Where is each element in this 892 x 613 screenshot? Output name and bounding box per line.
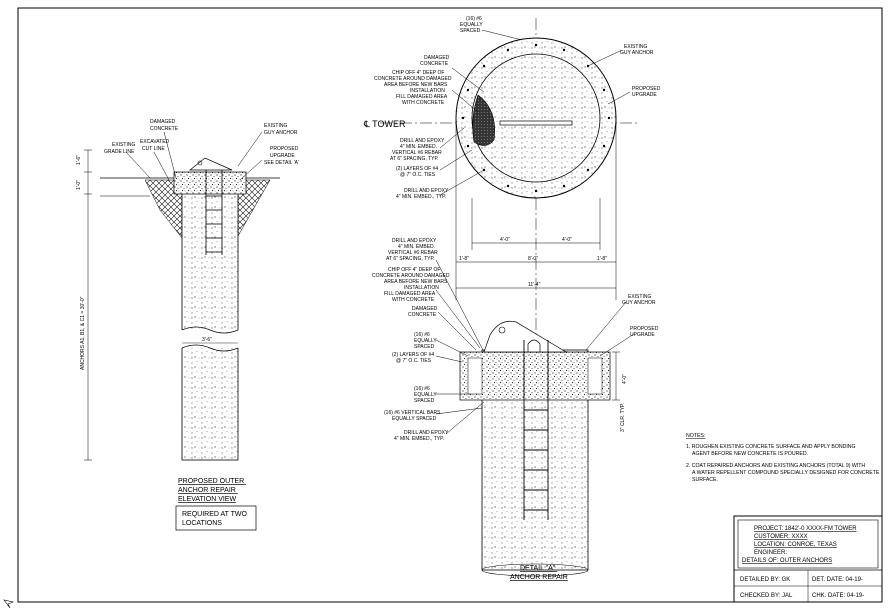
tb-detailed-by: DETAILED BY: GK	[740, 577, 790, 583]
tb-location: LOCATION: CONROE, TEXAS	[754, 542, 837, 548]
detail-a-title: DETAIL "A" ANCHOR REPAIR	[510, 565, 568, 581]
detail-vertical-bars: (16) #6 VERTICAL BARS EQUALLY SPACED	[384, 410, 442, 422]
left-view-title: PROPOSED OUTER ANCHOR REPAIR ELEVATION V…	[178, 478, 246, 503]
plan-view: 4'-0" 4'-0" 1'-8" 8'-0" 1'-8" 11'-4" ℄ T…	[363, 16, 662, 570]
tower-label: ℄ TOWER	[363, 119, 406, 129]
rebar-dots	[461, 43, 611, 193]
plan-chip-off: CHIP OFF 4" DEEP OF CONCRETE AROUND DAMA…	[374, 70, 453, 106]
tb-chk-date: CHK. DATE: 04-19-	[812, 593, 864, 599]
dim-overall: 11'-4"	[528, 282, 541, 288]
dim-half-left: 4'-0"	[500, 237, 510, 243]
label-proposed: PROPOSED UPGRADE SEE DETAIL 'A'	[264, 146, 300, 166]
label-damaged: DAMAGED CONCRETE	[150, 119, 179, 132]
detail-chip-off: CHIP OFF 4" DEEP OF CONCRETE AROUND DAMA…	[372, 267, 451, 303]
dim-center: 8'-0"	[528, 256, 538, 262]
detail-existing-guy: EXISTING GUY ANCHOR	[622, 294, 656, 306]
label-grade: EXISTING GRADE LINE	[104, 142, 137, 155]
tb-project: PROJECT: 1842'-0 XXXX-FM TOWER	[754, 526, 857, 532]
detail-drill: DRILL AND EPOXY 4" MIN. EMBED. VERTICAL …	[386, 238, 439, 262]
tb-checked-by: CHECKED BY: JAL	[740, 593, 793, 599]
plan-damaged: DAMAGED CONCRETE	[420, 55, 451, 67]
detail-damaged: DAMAGED CONCRETE	[408, 306, 439, 318]
detail-dim-height: 4'-0"	[622, 374, 628, 384]
cursor-icon	[3, 599, 15, 609]
label-existing-guy: EXISTING GUY ANCHOR	[264, 123, 298, 136]
detail-drill-2: DRILL AND EPOXY 4" MIN. EMBED., TYP.	[394, 430, 450, 442]
required-text: REQUIRED AT TWO LOCATIONS	[182, 511, 249, 527]
dim-edge-right: 1'-8"	[597, 256, 607, 262]
tb-det-date: DET. DATE: 04-19-	[812, 577, 863, 583]
notes-heading: NOTES:	[686, 433, 705, 439]
detail-bars16b: (16) #6 EQUALLY SPACED	[414, 386, 438, 404]
plan-existing-guy: EXISTING GUY ANCHOR	[620, 44, 654, 56]
tb-details: DETAILS OF: OUTER ANCHORS	[742, 558, 832, 564]
note-2: 2. COAT REPAIRED ANCHORS AND EXISTING AN…	[686, 463, 881, 483]
detail-proposed: PROPOSED UPGRADE	[630, 326, 660, 338]
note-1: 1. ROUGHEN EXISTING CONCRETE SURFACE AND…	[686, 444, 857, 457]
title-block: PROJECT: 1842'-0 XXXX-FM TOWER CUSTOMER:…	[733, 515, 883, 603]
dim-mid: 1'-0"	[76, 180, 82, 190]
plan-bars-top: (16) #6 EQUALLY SPACED	[460, 16, 484, 34]
dim-width: 3'-6"	[202, 337, 212, 343]
dim-half-right: 4'-0"	[562, 237, 572, 243]
sheet-border	[17, 7, 883, 603]
plan-layers: (2) LAYERS OF #4 @ 7" O.C. TIES	[396, 166, 440, 178]
required-box	[175, 505, 257, 531]
dim-edge-left: 1'-8"	[459, 256, 469, 262]
detail-dim-clr: 3" CLR. TYP.	[620, 403, 626, 432]
label-excavated: EXCAVATED CUT LINE	[140, 139, 171, 152]
detail-layers: (2) LAYERS OF #4 @ 7" O.C. TIES	[392, 352, 436, 364]
plan-drill-epoxy: DRILL AND EPOXY 4" MIN. EMBED. VERTICAL …	[390, 138, 446, 162]
notes: NOTES: 1. ROUGHEN EXISTING CONCRETE SURF…	[686, 433, 881, 483]
dim-top: 1'-6"	[76, 155, 82, 165]
detail-a: 4'-0" 3" CLR. TYP. DRILL AND EPOXY 4" MI…	[372, 238, 660, 581]
tb-customer: CUSTOMER: XXXX	[754, 534, 808, 540]
plan-proposed: PROPOSED UPGRADE	[632, 86, 662, 98]
left-elevation-view: 1'-6" 1'-0" ANCHORS A1, B1, & C1 = 30'-0…	[76, 119, 300, 531]
detail-bars16: (16) #6 EQUALLY SPACED	[414, 332, 438, 350]
plan-drill-epoxy-2: DRILL AND EPOXY 4" MIN. EMBED., TYP.	[396, 188, 450, 200]
tb-engineer: ENGINEER:	[754, 550, 787, 556]
anchor-length: ANCHORS A1, B1, & C1 = 30'-0"	[80, 296, 86, 370]
